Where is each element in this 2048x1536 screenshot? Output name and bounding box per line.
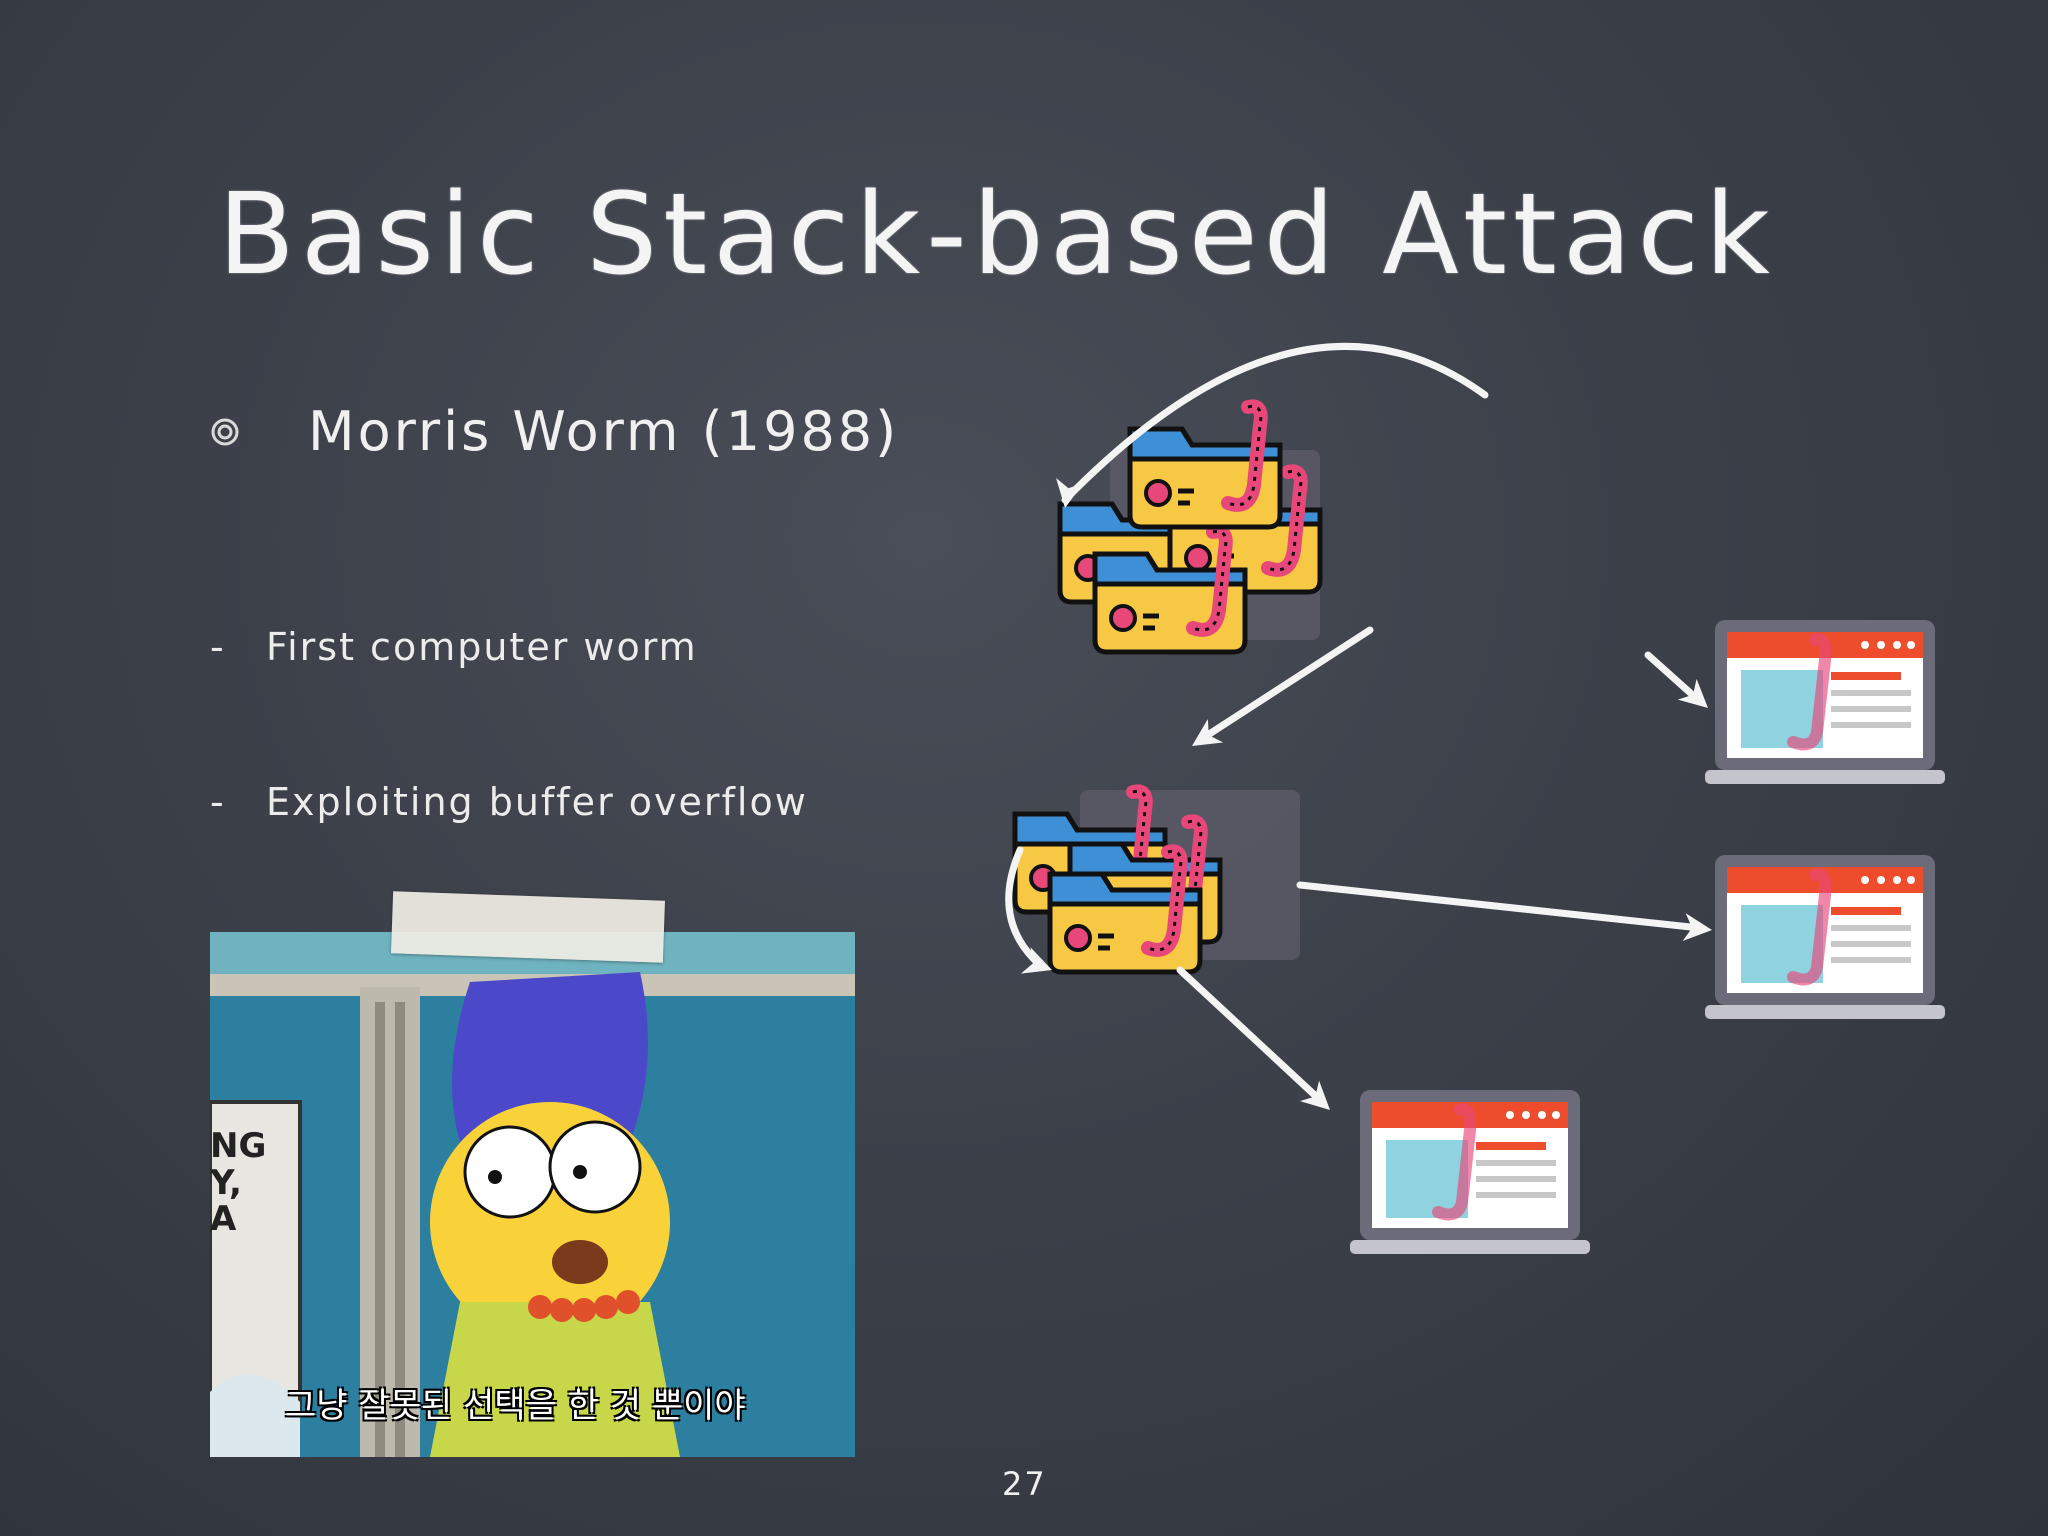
worm-spread-diagram [1005, 342, 1960, 1300]
infected-laptop-icon [1350, 1090, 1590, 1254]
sub-item-buffer-overflow: - Exploiting buffer overflow [210, 780, 808, 824]
cartoon-illustration: NG Y, A [210, 932, 855, 1457]
sub-item-dash: - [210, 625, 226, 669]
image-subtitle: 그냥 잘못된 선택을 한 것 뿐이야 [285, 1386, 746, 1426]
chalk-arrow-icon [1196, 626, 1374, 744]
slide-title: Basic Stack-based Attack [218, 170, 1776, 300]
page-number: 27 [1002, 1465, 1047, 1503]
worm-folder-cluster-top [1060, 406, 1320, 652]
chalk-arrow-icon [1176, 966, 1324, 1104]
cartoon-image: NG Y, A 그냥 잘못된 선택을 한 것 뿐이야 [210, 932, 855, 1457]
tape-strip [391, 891, 665, 963]
svg-text:NG: NG [210, 1126, 266, 1166]
bullet-item: Morris Worm (1988) [210, 400, 899, 463]
infected-laptop-icon [1705, 620, 1945, 784]
infected-laptop-icon [1705, 855, 1945, 1019]
chalk-arrow-icon [1005, 846, 1044, 969]
chalk-arrow-icon [1296, 881, 1704, 932]
chalk-arrow-icon [1061, 342, 1489, 504]
sub-item-first-worm: - First computer worm [210, 625, 698, 669]
sub-item-text: First computer worm [266, 625, 698, 669]
bullet-text: Morris Worm (1988) [308, 400, 900, 463]
svg-text:A: A [210, 1199, 237, 1239]
spiral-bullet-icon [211, 418, 239, 445]
worm-folder-cluster-left [1015, 790, 1300, 972]
sub-item-dash: - [210, 780, 226, 824]
sub-item-text: Exploiting buffer overflow [266, 780, 808, 824]
chalk-arrow-icon [1644, 651, 1700, 702]
svg-text:Y,: Y, [210, 1163, 242, 1203]
chalk-arrows [1005, 342, 1704, 1104]
